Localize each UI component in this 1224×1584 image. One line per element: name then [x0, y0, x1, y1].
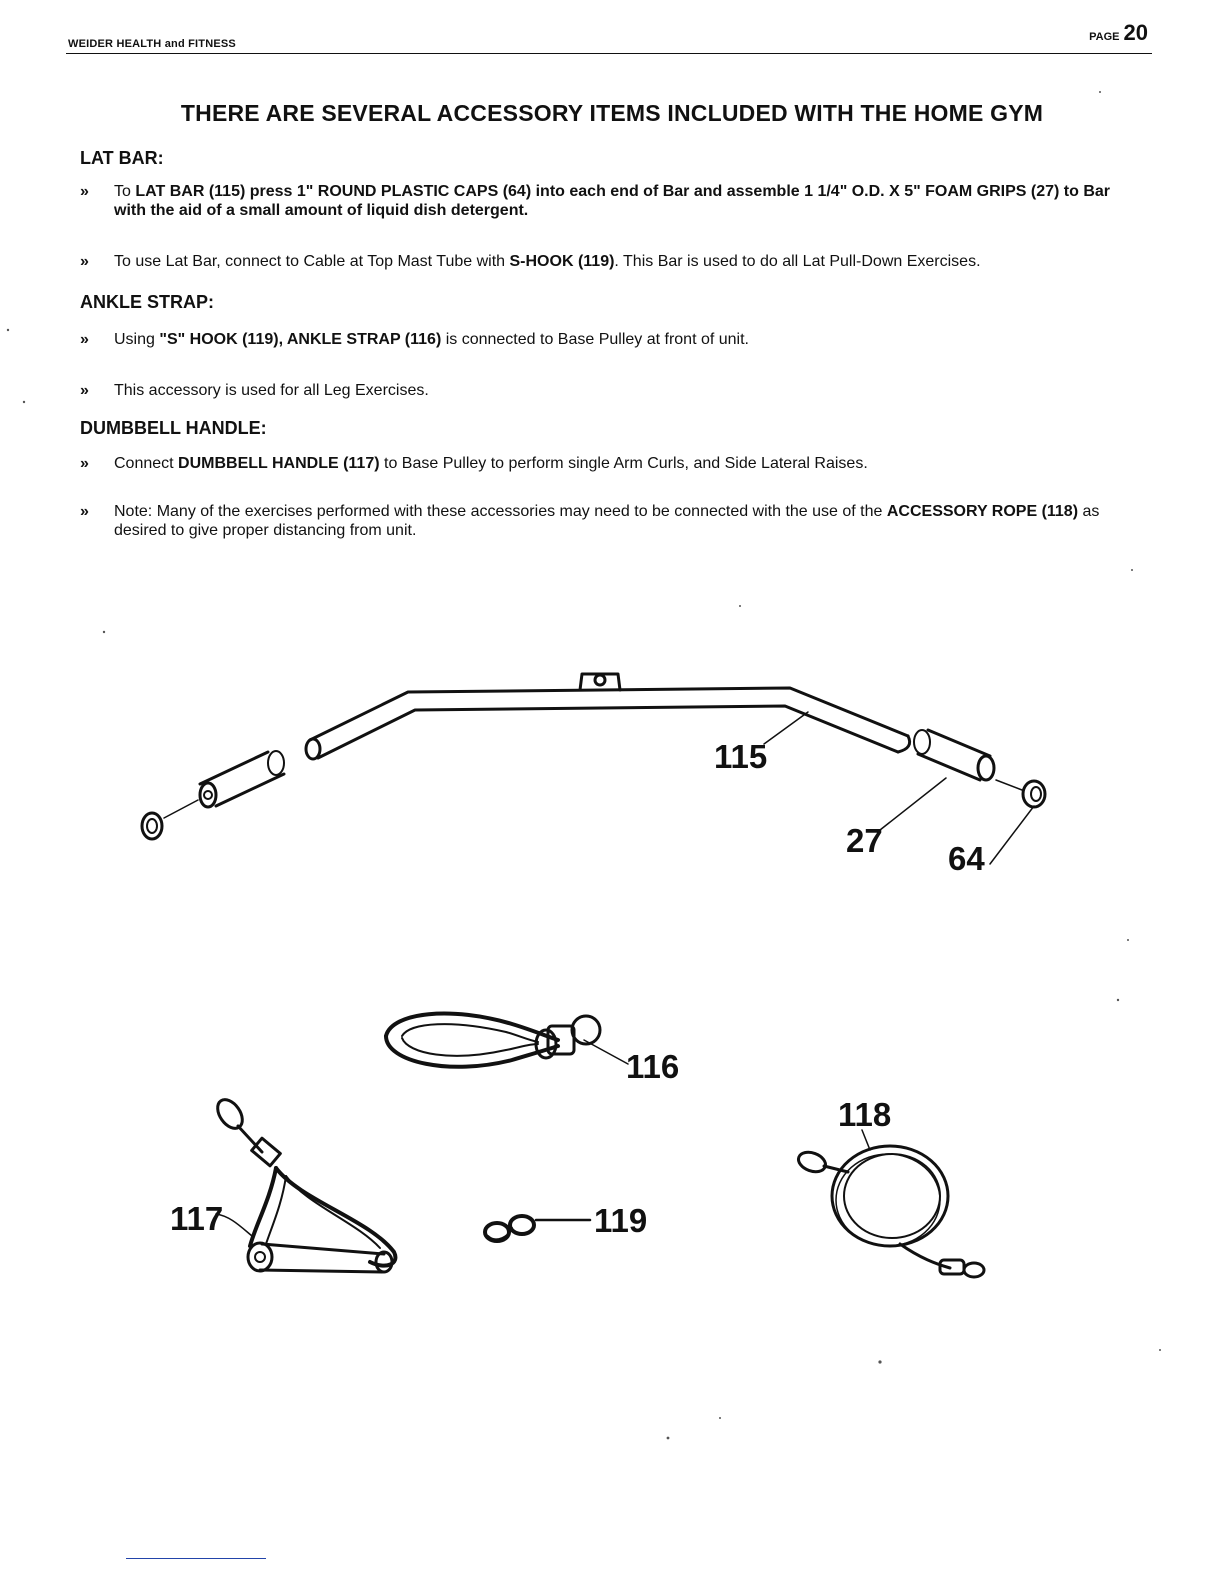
text-run: Using [114, 331, 160, 348]
bullet-dumbbell-connect: » Connect DUMBBELL HANDLE (117) to Base … [80, 454, 1140, 473]
bullet-mark: » [80, 183, 89, 200]
bullet-ankle-strap-connect: » Using "S" HOOK (119), ANKLE STRAP (116… [80, 330, 1140, 349]
bullet-note-accessory-rope: » Note: Many of the exercises performed … [80, 502, 1140, 540]
bullet-text: This accessory is used for all Leg Exerc… [114, 381, 1140, 400]
text-run-bold: "S" HOOK (119), ANKLE STRAP (116) [159, 331, 442, 348]
callout-dumbbell-handle: 117 [170, 1200, 223, 1237]
text-run: to Base Pulley to perform single Arm Cur… [379, 455, 868, 472]
bullet-mark: » [80, 455, 89, 472]
callout-plastic-cap: 64 [948, 840, 985, 877]
section-heading-lat-bar: LAT BAR: [80, 148, 164, 168]
bullet-text: To use Lat Bar, connect to Cable at Top … [114, 252, 1140, 271]
text-run: as desired to give proper distancing fro… [114, 503, 1100, 539]
bullet-mark: » [80, 253, 89, 270]
callout-lat-bar: 115 [714, 738, 767, 775]
page-title: THERE ARE SEVERAL ACCESSORY ITEMS INCLUD… [180, 100, 1044, 126]
text-run-bold: (115) press 1" ROUND PLASTIC CAPS (64) i… [114, 183, 1111, 219]
text-run: To [114, 183, 136, 200]
text-run: Connect [114, 455, 179, 472]
text-run-bold: DUMBBELL HANDLE (117) [178, 455, 380, 472]
footer-rule [126, 1558, 266, 1559]
bullet-text: Connect DUMBBELL HANDLE (117) to Base Pu… [114, 454, 1140, 473]
callout-foam-grip: 27 [846, 822, 883, 859]
bullet-text: Using "S" HOOK (119), ANKLE STRAP (116) … [114, 330, 1140, 349]
bullet-mark: » [80, 503, 89, 520]
page-word: PAGE [1089, 31, 1120, 43]
callout-s-hook: 119 [594, 1202, 647, 1239]
dumbbell-handle-drawing [215, 1098, 398, 1274]
text-run: To use Lat Bar, connect to Cable at Top … [114, 253, 510, 270]
bullet-text: To LAT BAR (115) press 1" ROUND PLASTIC … [114, 182, 1140, 220]
scan-speckles [6, 91, 1161, 1440]
s-hook-drawing [483, 1214, 592, 1243]
section-heading-ankle-strap: ANKLE STRAP: [80, 292, 214, 312]
header-rule [66, 53, 1152, 54]
callout-rope: 118 [838, 1096, 891, 1133]
text-run: This accessory is used for all Leg Exerc… [114, 382, 429, 399]
rope-drawing [796, 1129, 986, 1279]
bullet-text: Note: Many of the exercises performed wi… [114, 502, 1140, 540]
section-heading-dumbbell-handle: DUMBBELL HANDLE: [80, 418, 267, 438]
lat-bar-drawing [140, 672, 1047, 865]
text-run-bold: S-HOOK (119) [509, 253, 615, 270]
bullet-ankle-strap-use: » This accessory is used for all Leg Exe… [80, 381, 1140, 400]
text-run: Note: Many of the exercises performed wi… [114, 503, 887, 520]
text-run: . This Bar is used to do all Lat Pull-Do… [614, 253, 981, 270]
header-brand: WEIDER HEALTH and FITNESS [68, 38, 236, 50]
bullet-mark: » [80, 382, 89, 399]
text-run: is connected to Base Pulley at front of … [441, 331, 749, 348]
text-run-bold: LAT BAR [135, 183, 205, 200]
text-run-bold: ACCESSORY ROPE (118) [886, 503, 1079, 520]
page-number: 20 [1123, 20, 1148, 45]
bullet-lat-bar-assembly: » To LAT BAR (115) press 1" ROUND PLASTI… [80, 182, 1140, 220]
ankle-strap-drawing [384, 1011, 629, 1069]
callout-ankle-strap: 116 [626, 1048, 679, 1085]
bullet-lat-bar-use: » To use Lat Bar, connect to Cable at To… [80, 252, 1140, 271]
bullet-mark: » [80, 331, 89, 348]
